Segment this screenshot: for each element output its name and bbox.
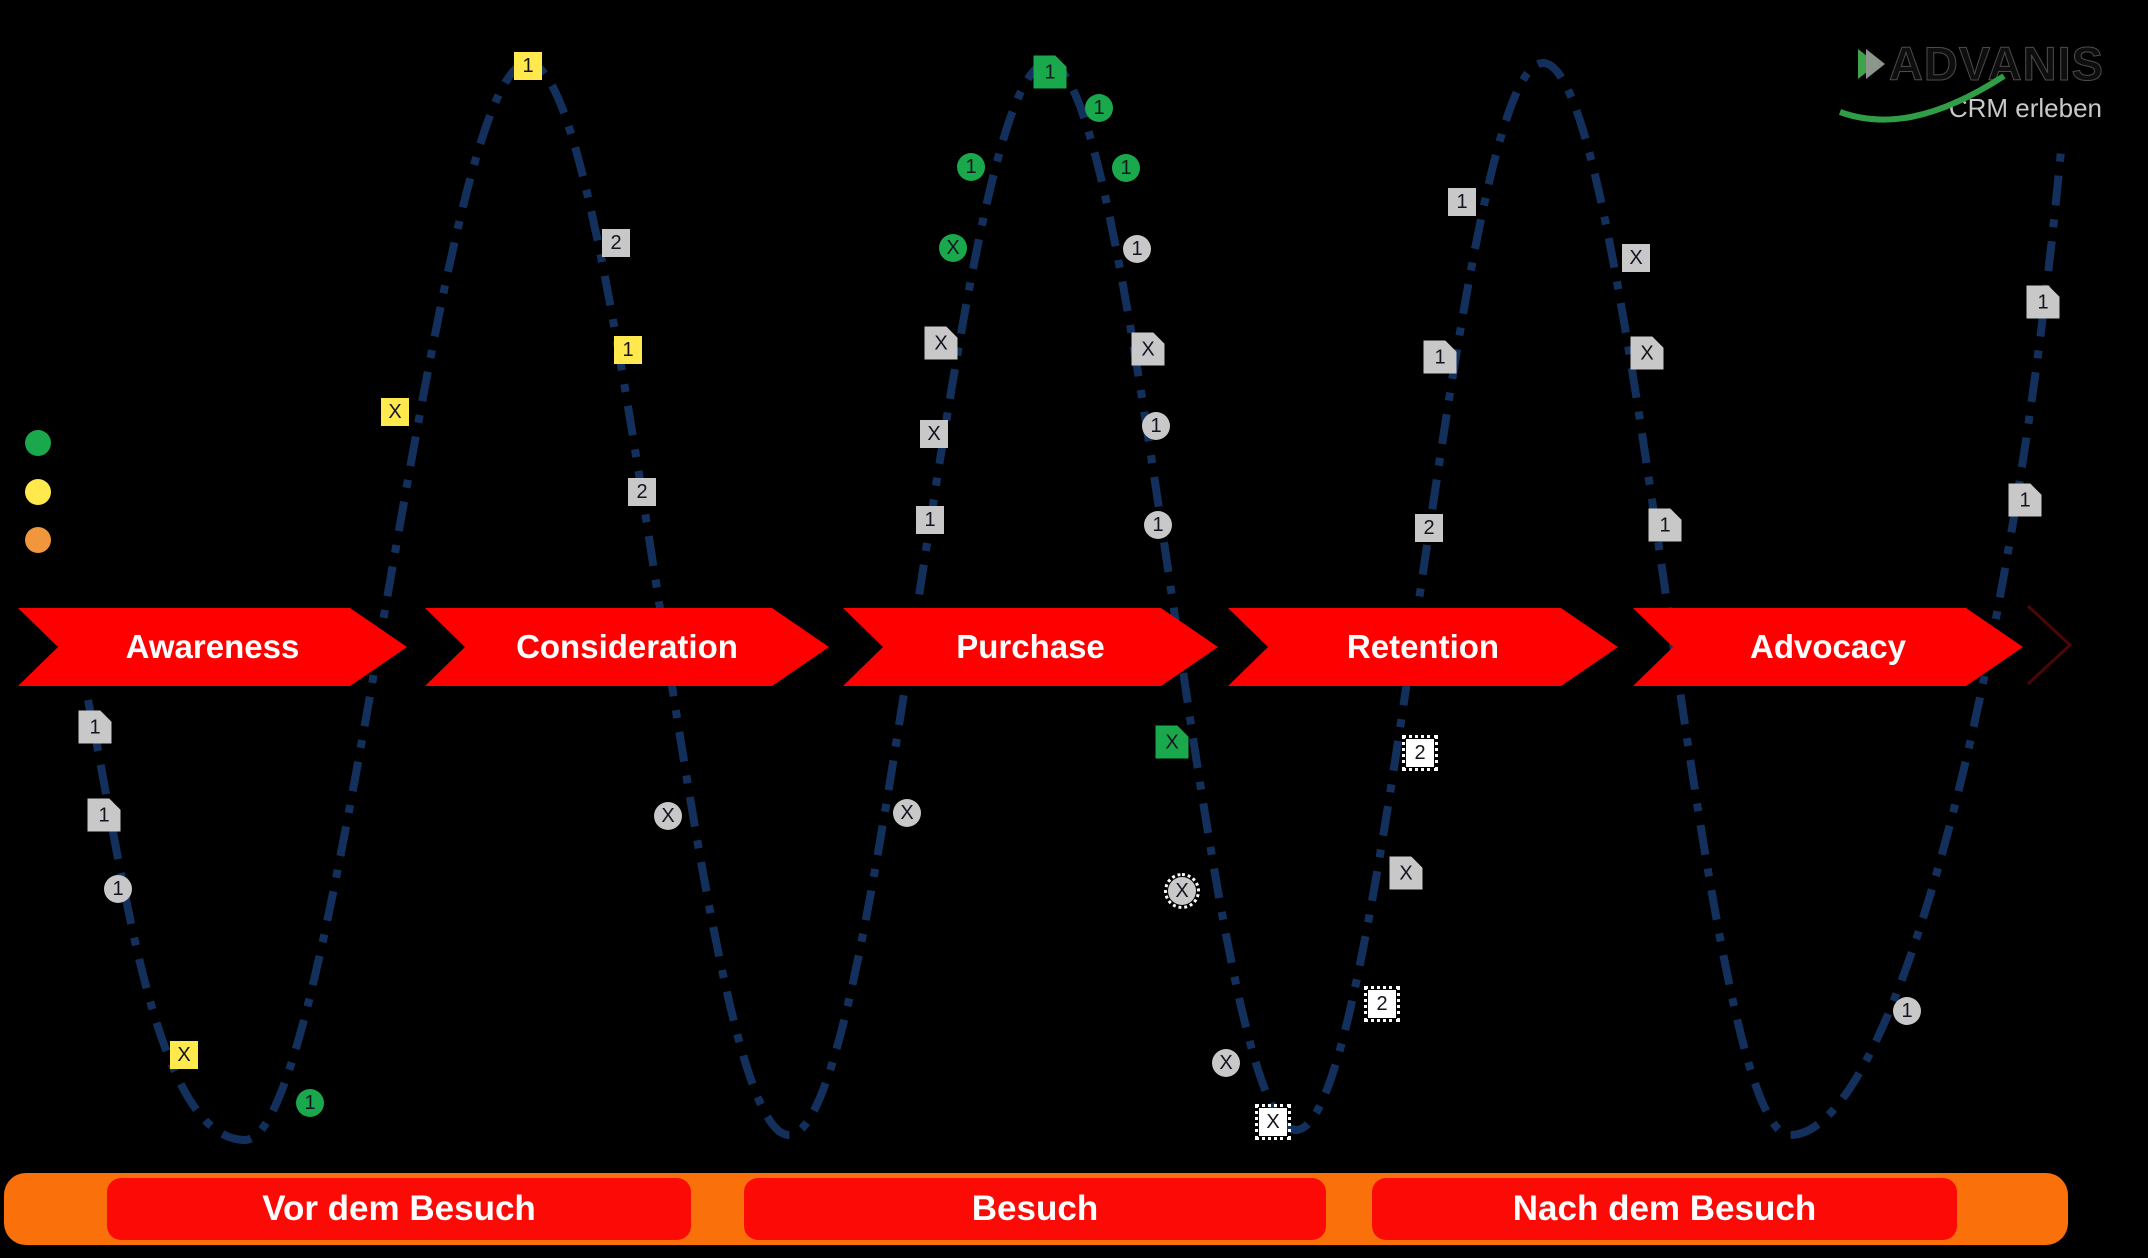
journey-marker: X [1622,244,1650,272]
stage-arrow-advocacy: Advocacy [1633,608,2023,686]
journey-marker: 1 [916,506,944,534]
legend-green-dot [25,430,51,456]
journey-marker: 1 [2008,483,2042,517]
journey-marker: 2 [1415,514,1443,542]
legend-orange-dot [25,527,51,553]
stage-arrow-awareness: Awareness [18,608,407,686]
journey-marker: 1 [514,52,542,80]
journey-marker: X [1255,1104,1291,1140]
ghost-chevron-outline [2026,604,2073,686]
brand-name: ADVANIS [1888,37,2104,91]
journey-marker: X [1212,1049,1240,1077]
advanis-logo: ADVANIS CRM erleben [1838,36,2104,124]
journey-marker: 1 [1112,154,1140,182]
journey-marker: X [654,802,682,830]
journey-marker: 2 [602,229,630,257]
journey-marker: 2 [628,478,656,506]
chevron-right-icon [1865,48,1885,79]
journey-marker: X [920,420,948,448]
legend-yellow-dot [25,479,51,505]
journey-marker: 2 [1364,986,1400,1022]
journey-marker: 1 [1893,997,1921,1025]
stage-arrow-purchase: Purchase [843,608,1218,686]
journey-marker: X [939,234,967,262]
journey-marker: 1 [104,875,132,903]
journey-marker: 1 [1448,188,1476,216]
journey-marker: 1 [957,153,985,181]
journey-marker: X [1164,873,1200,909]
logo-row: ADVANIS [1838,36,2104,123]
journey-marker: X [170,1041,198,1069]
wave-path [84,58,2066,1145]
journey-marker: 1 [1142,412,1170,440]
stage-arrow-consideration: Consideration [425,608,829,686]
journey-marker: 1 [614,336,642,364]
journey-marker: 1 [1085,94,1113,122]
journey-marker: 2 [1402,735,1438,771]
journey-marker: X [893,799,921,827]
journey-marker: 1 [296,1089,324,1117]
phase-segment: Nach dem Besuch [1372,1178,1957,1240]
stage-arrow-retention: Retention [1228,608,1618,686]
phase-segment: Vor dem Besuch [107,1178,691,1240]
logo-tagline: CRM erleben [1948,93,2102,123]
journey-marker: 1 [1144,511,1172,539]
phase-segment: Besuch [744,1178,1326,1240]
journey-marker: X [381,398,409,426]
journey-marker: 1 [1123,235,1151,263]
